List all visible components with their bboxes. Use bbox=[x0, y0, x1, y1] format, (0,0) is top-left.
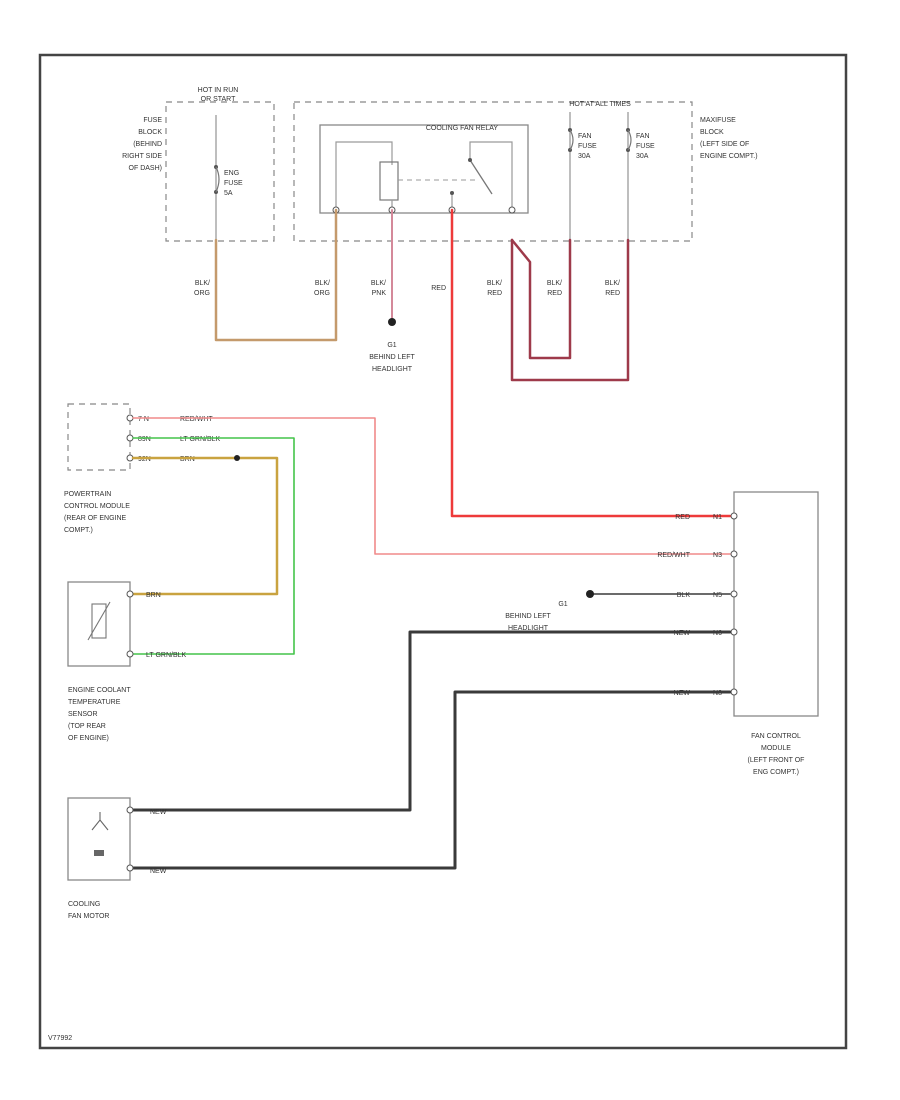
motor-label-1: COOLING bbox=[68, 901, 100, 908]
ect-wire-top: BRN bbox=[146, 592, 161, 599]
motor-wire-bottom: NEW bbox=[150, 868, 167, 875]
fcm-pin-1: N1 bbox=[713, 514, 722, 521]
wire-red-wht bbox=[132, 417, 731, 555]
eng-fuse-label-2: FUSE bbox=[224, 180, 243, 187]
wire-label-w5-1: BLK/ bbox=[487, 280, 502, 287]
diagram-frame bbox=[38, 53, 848, 1050]
fuse-block-title-2: OR START bbox=[201, 96, 236, 103]
fuse-block-location-1: FUSE bbox=[143, 117, 162, 124]
ground-g2-id: G1 bbox=[558, 601, 567, 608]
ect-label-1: ENGINE COOLANT bbox=[68, 687, 131, 694]
ground-g1-loc-1: BEHIND LEFT bbox=[369, 354, 415, 361]
fuse-block-location-4: RIGHT SIDE bbox=[122, 153, 162, 160]
ground-g1-symbol bbox=[388, 318, 396, 326]
fuse-block-location-5: OF DASH) bbox=[129, 165, 162, 172]
fuse-block-location-3: (BEHIND bbox=[133, 141, 162, 148]
fcm-pin-2-wire: RED/WHT bbox=[657, 552, 690, 559]
pcm-pin-1-wire: RED/WHT bbox=[180, 416, 213, 423]
wire-lt-grn-blk bbox=[132, 437, 295, 655]
wire-label-w1-1: BLK/ bbox=[195, 280, 210, 287]
fcm-pin-3: N5 bbox=[713, 592, 722, 599]
fan-fuse-1-label-3: 30A bbox=[578, 153, 591, 160]
fan-fuse-1-label-2: FUSE bbox=[578, 143, 597, 150]
wire-label-w6-2: RED bbox=[547, 290, 562, 297]
diagram-code: V77992 bbox=[48, 1035, 72, 1042]
fan-fuse-1-label-1: FAN bbox=[578, 133, 592, 140]
motor-wire-top: NEW bbox=[150, 809, 167, 816]
maxifuse-location-4: ENGINE COMPT.) bbox=[700, 153, 758, 160]
wire-blk-red-outer bbox=[510, 238, 630, 382]
fcm-label-4: ENG COMPT.) bbox=[753, 769, 799, 776]
wire-label-w7-2: RED bbox=[605, 290, 620, 297]
splice-point bbox=[234, 455, 240, 461]
wire-label-w4: RED bbox=[431, 285, 446, 292]
pcm-pin-3-wire: BRN bbox=[180, 456, 195, 463]
ground-g2-symbol bbox=[586, 590, 594, 598]
wire-motor-top bbox=[131, 630, 732, 812]
wire-label-w3-1: BLK/ bbox=[371, 280, 386, 287]
pcm-label-1: POWERTRAIN bbox=[64, 491, 111, 498]
wire-brn bbox=[131, 456, 279, 596]
maxifuse-location-3: (LEFT SIDE OF bbox=[700, 141, 749, 148]
wire-red-main bbox=[450, 208, 732, 518]
engine-coolant-temperature-sensor: BRN LT GRN/BLK ENGINE COOLANT TEMPERATUR… bbox=[67, 581, 187, 742]
pcm-label-3: (REAR OF ENGINE bbox=[64, 515, 127, 522]
pcm-pin-1: 7 N bbox=[138, 416, 149, 423]
ground-g1-loc-2: HEADLIGHT bbox=[372, 366, 413, 373]
wire-label-w3-2: PNK bbox=[372, 290, 387, 297]
fan-fuse-2-label-1: FAN bbox=[636, 133, 650, 140]
fcm-label-3: (LEFT FRONT OF bbox=[748, 757, 805, 764]
maxifuse-location-2: BLOCK bbox=[700, 129, 724, 136]
wire-label-w5-2: RED bbox=[487, 290, 502, 297]
ect-label-3: SENSOR bbox=[68, 711, 98, 718]
ect-wire-bottom: LT GRN/BLK bbox=[146, 652, 187, 659]
relay-label: COOLING FAN RELAY bbox=[426, 125, 499, 132]
fuse-block: HOT IN RUN OR START FUSE BLOCK (BEHIND R… bbox=[122, 87, 275, 242]
pcm-label-4: COMPT.) bbox=[64, 527, 93, 534]
wire-blk-red-inner bbox=[510, 238, 572, 360]
pcm-label-2: CONTROL MODULE bbox=[64, 503, 130, 510]
powertrain-control-module: 7 N RED/WHT 89N LT GRN/BLK 92N BRN POWER… bbox=[64, 403, 221, 534]
fuse-block-title-1: HOT IN RUN bbox=[198, 87, 239, 94]
eng-fuse-label-1: ENG bbox=[224, 170, 239, 177]
fan-fuse-2-label-2: FUSE bbox=[636, 143, 655, 150]
fcm-pin-2: N3 bbox=[713, 552, 722, 559]
wire-label-w7-1: BLK/ bbox=[605, 280, 620, 287]
ground-g2-loc-2: HEADLIGHT bbox=[508, 625, 549, 632]
maxifuse-block: HOT AT ALL TIMES MAXIFUSE BLOCK (LEFT SI… bbox=[293, 101, 758, 242]
fan-fuse-2-label-3: 30A bbox=[636, 153, 649, 160]
fcm-label-1: FAN CONTROL bbox=[751, 733, 801, 740]
ect-label-5: OF ENGINE) bbox=[68, 735, 109, 742]
wire-motor-bottom bbox=[131, 690, 732, 870]
eng-fuse-label-3: 5A bbox=[224, 190, 233, 197]
maxifuse-header: HOT AT ALL TIMES bbox=[569, 101, 631, 108]
maxifuse-location-1: MAXIFUSE bbox=[700, 117, 736, 124]
ect-label-2: TEMPERATURE bbox=[68, 699, 121, 706]
fan-control-module: RED N1 RED/WHT N3 BLK N5 NEW N6 NEW N8 F… bbox=[657, 491, 819, 776]
wire-label-w2-2: ORG bbox=[314, 290, 330, 297]
wire-label-w2-1: BLK/ bbox=[315, 280, 330, 287]
ect-label-4: (TOP REAR bbox=[68, 723, 106, 730]
pcm-pin-2: 89N bbox=[138, 436, 151, 443]
cooling-fan-relay bbox=[319, 124, 529, 214]
cooling-fan-motor: NEW NEW COOLING FAN MOTOR bbox=[67, 797, 167, 920]
wire-label-w6-1: BLK/ bbox=[547, 280, 562, 287]
wire-label-w1-2: ORG bbox=[194, 290, 210, 297]
ground-g2-loc-1: BEHIND LEFT bbox=[505, 613, 551, 620]
fcm-pin-3-wire: BLK bbox=[677, 592, 691, 599]
pcm-pin-3: 92N bbox=[138, 456, 151, 463]
ground-g1-id: G1 bbox=[387, 342, 396, 349]
motor-label-2: FAN MOTOR bbox=[68, 913, 109, 920]
fcm-label-2: MODULE bbox=[761, 745, 791, 752]
wire-blk-org bbox=[214, 208, 338, 342]
fuse-block-location-2: BLOCK bbox=[138, 129, 162, 136]
fcm-pin-1-wire: RED bbox=[675, 514, 690, 521]
pcm-pin-2-wire: LT GRN/BLK bbox=[180, 436, 221, 443]
